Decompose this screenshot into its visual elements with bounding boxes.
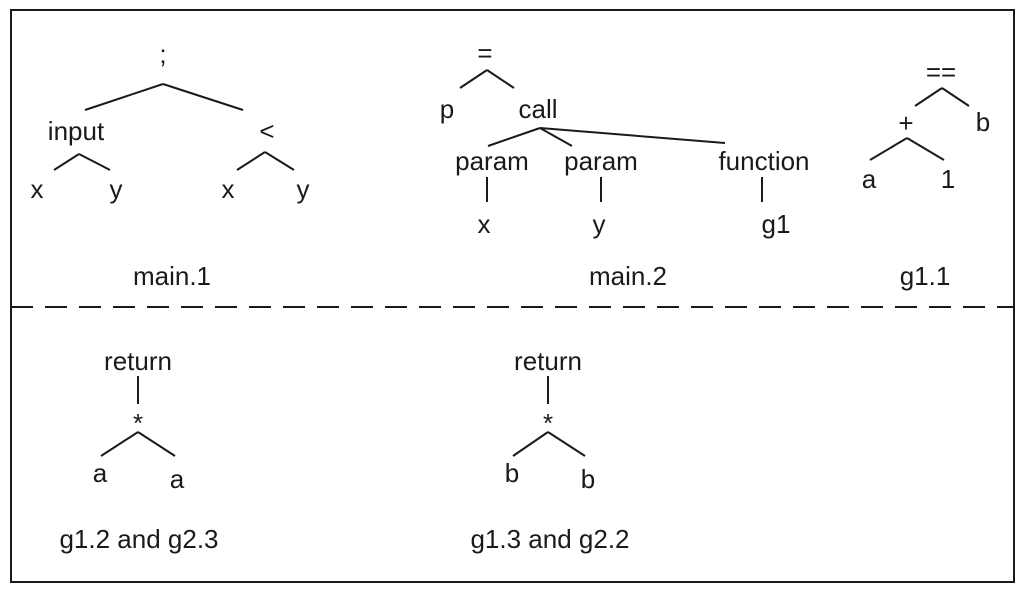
edge bbox=[869, 137, 908, 161]
leaf-a: a bbox=[170, 464, 185, 494]
edge bbox=[459, 69, 488, 89]
node-p: p bbox=[440, 94, 454, 124]
leaf-g1: g1 bbox=[762, 209, 791, 239]
node-plus: + bbox=[898, 108, 913, 138]
caption-g12: g1.2 and g2.3 bbox=[59, 524, 218, 554]
leaf-y: y bbox=[297, 174, 310, 204]
edge bbox=[547, 431, 586, 457]
node-param: param bbox=[455, 146, 529, 176]
tree-main1: ; input < x y x y main.1 bbox=[31, 39, 310, 291]
node-multiply: * bbox=[543, 408, 553, 438]
tree-g12: return * a a g1.2 and g2.3 bbox=[59, 346, 218, 554]
edge bbox=[486, 69, 515, 89]
edge bbox=[539, 127, 726, 144]
node-function: function bbox=[718, 146, 809, 176]
leaf-x: x bbox=[31, 174, 44, 204]
edge bbox=[539, 127, 573, 147]
node-return: return bbox=[514, 346, 582, 376]
leaf-x: x bbox=[222, 174, 235, 204]
leaf-x: x bbox=[478, 209, 491, 239]
edge bbox=[137, 431, 176, 457]
edge bbox=[78, 153, 111, 171]
leaf-b: b bbox=[581, 464, 595, 494]
leaf-a: a bbox=[862, 164, 877, 194]
edge bbox=[487, 127, 541, 147]
outer-frame bbox=[10, 9, 1015, 583]
edge bbox=[941, 87, 970, 107]
caption-main2: main.2 bbox=[589, 261, 667, 291]
node-assign: = bbox=[477, 38, 492, 68]
caption-g11: g1.1 bbox=[900, 261, 951, 291]
edge bbox=[264, 151, 295, 171]
node-multiply: * bbox=[133, 408, 143, 438]
leaf-b: b bbox=[505, 458, 519, 488]
caption-g13: g1.3 and g2.2 bbox=[470, 524, 629, 554]
node-equals: == bbox=[926, 57, 956, 87]
leaf-b: b bbox=[976, 107, 990, 137]
node-lt: < bbox=[259, 116, 274, 146]
leaf-a: a bbox=[93, 458, 108, 488]
edge bbox=[512, 431, 549, 457]
node-input: input bbox=[48, 116, 105, 146]
node-return: return bbox=[104, 346, 172, 376]
edge bbox=[236, 151, 266, 171]
edge bbox=[914, 87, 943, 107]
tree-g11: == + b a 1 g1.1 bbox=[862, 57, 990, 291]
node-semicolon: ; bbox=[159, 39, 166, 69]
leaf-y: y bbox=[110, 174, 123, 204]
tree-main2: = p call param param function x y g1 mai… bbox=[440, 38, 810, 291]
caption-main1: main.1 bbox=[133, 261, 211, 291]
edge bbox=[84, 83, 164, 111]
tree-g13: return * b b g1.3 and g2.2 bbox=[470, 346, 629, 554]
edge bbox=[100, 431, 139, 457]
leaf-1: 1 bbox=[941, 164, 955, 194]
leaf-y: y bbox=[593, 209, 606, 239]
node-param: param bbox=[564, 146, 638, 176]
edge bbox=[162, 83, 244, 111]
edge bbox=[53, 153, 80, 171]
node-call: call bbox=[518, 94, 557, 124]
edge bbox=[906, 137, 945, 161]
